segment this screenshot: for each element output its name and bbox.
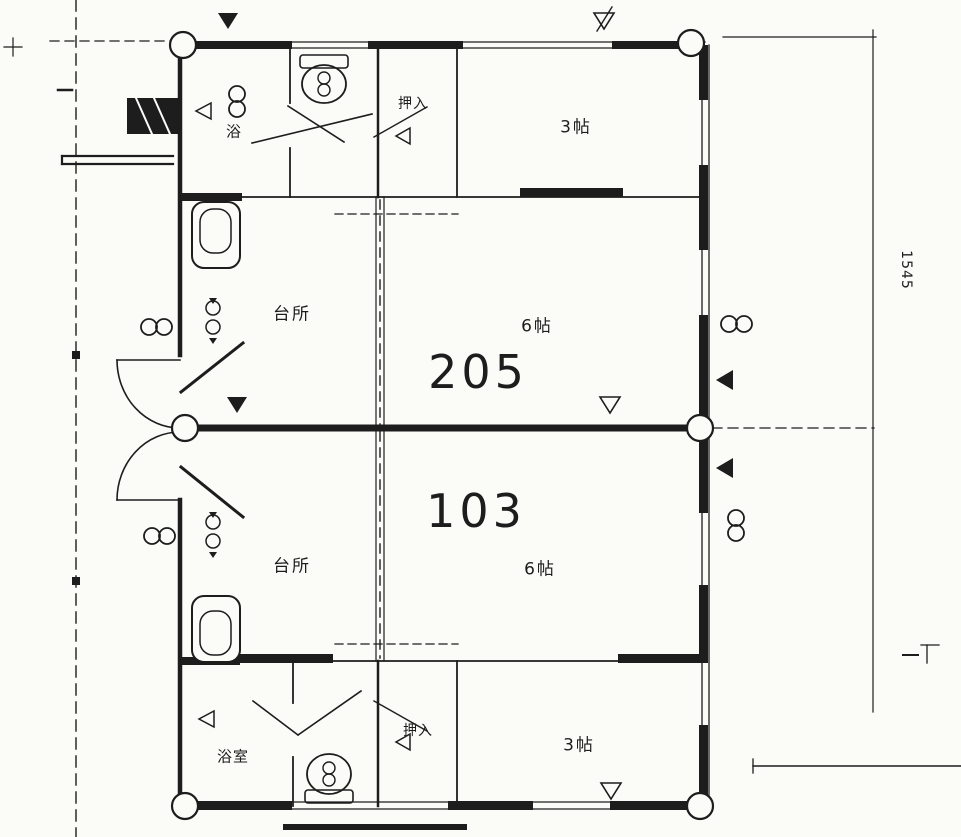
column-symbols [168, 28, 715, 821]
direction-marker-bath-upper-icon [194, 101, 212, 121]
room-size-6jo-lower: 6帖 [524, 559, 556, 580]
toilet-upper [299, 54, 349, 104]
section-marker-mid-right-icon [598, 396, 622, 415]
faucet-symbols-upper [205, 298, 221, 344]
closet-label-upper: 押入 [398, 96, 428, 112]
kitchen-label-lower: 台所 [273, 556, 311, 577]
meter-symbol-right-lower [727, 509, 745, 542]
room-size-3jo-lower: 3帖 [563, 735, 595, 756]
unit-number-103: 103 [426, 484, 526, 538]
direction-marker-right-lower-icon [716, 458, 733, 478]
section-marker-mid-left-icon [227, 397, 247, 413]
section-marker-top-left-icon [218, 13, 238, 29]
unit-number-205: 205 [428, 345, 528, 399]
direction-marker-closet-upper-icon [394, 126, 411, 146]
section-marker-top-right-icon [592, 6, 616, 32]
direction-marker-closet-lower-icon [394, 732, 411, 752]
meter-symbol-left-lower [143, 527, 176, 545]
dimension-label: 1545 [898, 250, 914, 290]
section-marker-bottom-icon [599, 782, 623, 801]
bath-door-upper [251, 104, 428, 144]
kitchen-sink-lower [191, 595, 241, 663]
entry-door-upper [116, 359, 181, 429]
kitchen-sink-upper [191, 201, 241, 269]
entry-door-lower [116, 431, 181, 501]
boundary-lines [3, 0, 961, 837]
bath-door-lower [251, 689, 428, 737]
kitchen-label-upper: 台所 [273, 304, 311, 325]
room-size-3jo-upper: 3帖 [560, 117, 592, 138]
meter-symbol-right-upper [720, 315, 753, 333]
meter-symbol-bath-upper [228, 85, 246, 118]
bath-label-upper: 浴 [225, 122, 243, 141]
direction-marker-right-upper-icon [716, 370, 733, 390]
closet-label-lower: 押入 [403, 723, 433, 739]
toilet-lower [304, 753, 354, 804]
room-size-6jo-upper: 6帖 [521, 316, 553, 337]
bath-label-lower: 浴室 [216, 747, 250, 766]
meter-symbol-left-upper [140, 318, 173, 336]
direction-marker-bath-lower-icon [197, 709, 215, 729]
outer-walls [176, 41, 710, 830]
faucet-symbols-lower [205, 512, 221, 558]
entry-steps [60, 96, 179, 166]
interior-walls [178, 43, 706, 808]
